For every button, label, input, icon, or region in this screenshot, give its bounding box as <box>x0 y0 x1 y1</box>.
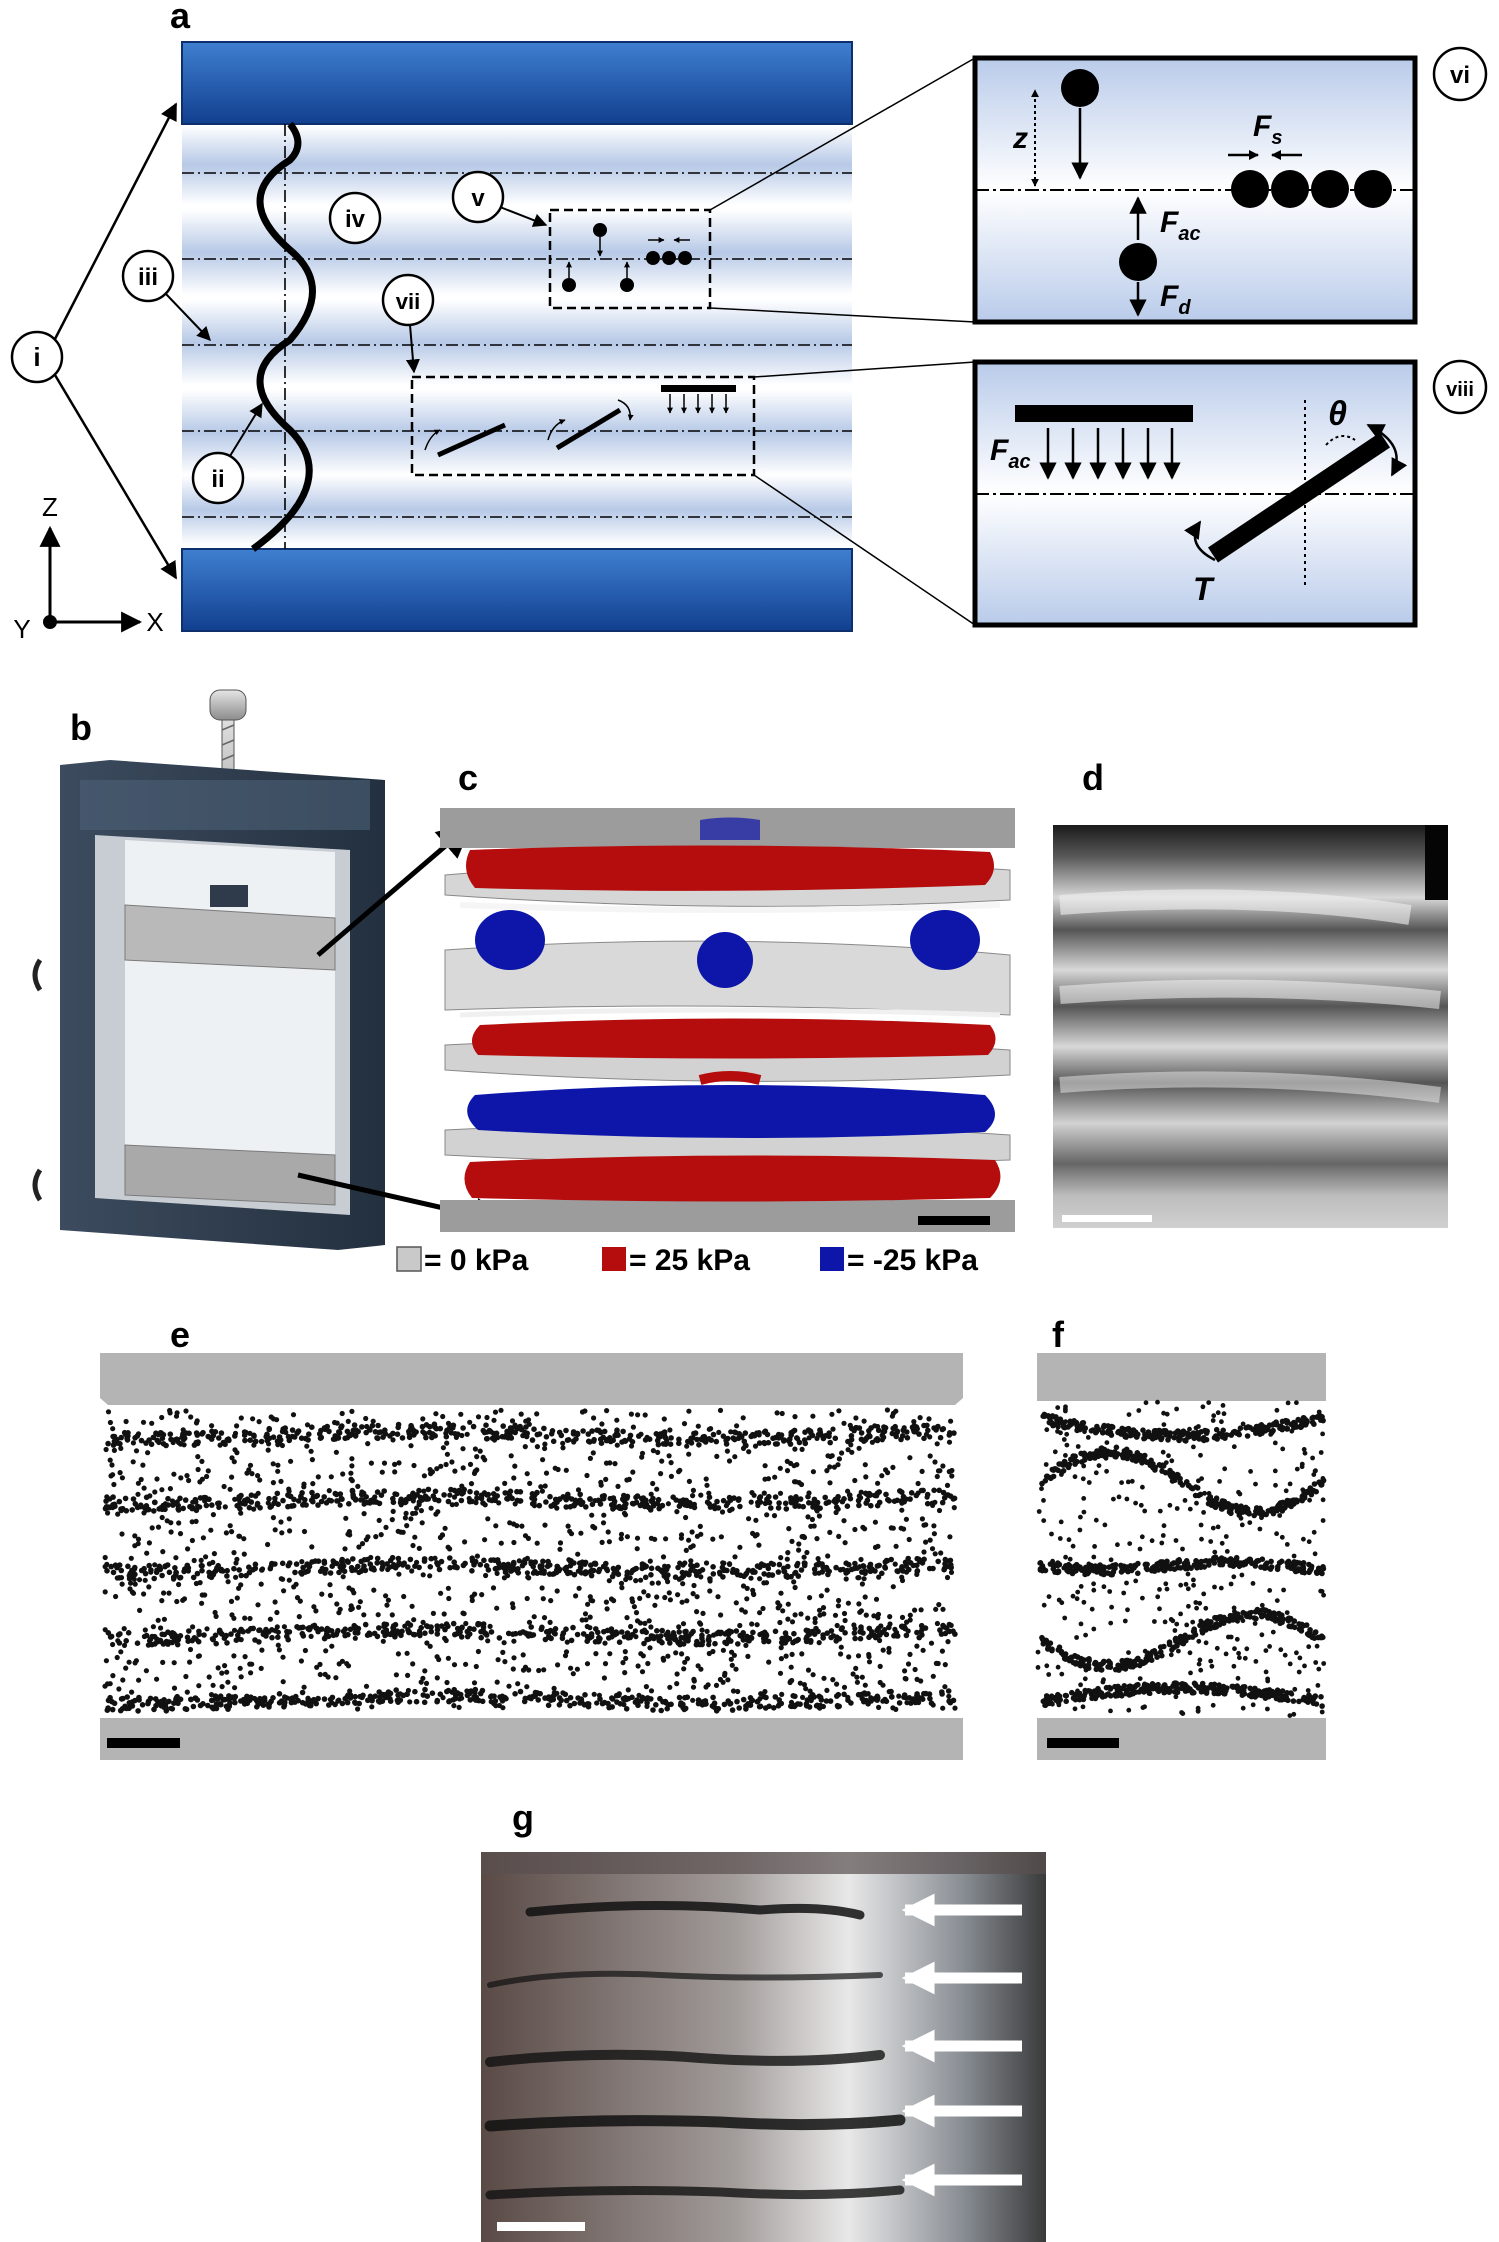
legend-swatch-pos <box>602 1247 626 1271</box>
legend-swatch-neg <box>820 1247 844 1271</box>
standing-wave <box>250 121 316 552</box>
svg-text:v: v <box>471 185 485 212</box>
scale-bar-f <box>1047 1738 1119 1748</box>
reflector-bottom-e <box>100 1718 963 1760</box>
callout-vii: vii <box>381 273 435 374</box>
scale-bar-g <box>497 2222 585 2231</box>
inset-viii: Fac θ T viii <box>972 359 1488 628</box>
reflector-top-f <box>1037 1353 1326 1401</box>
panel-label-g: g <box>512 1797 534 1838</box>
panel-e: e <box>100 1314 963 1760</box>
node-lines <box>182 124 852 549</box>
panel-label-c: c <box>458 757 478 798</box>
zoom-lines <box>709 57 976 626</box>
node-arrows-g <box>901 1893 1022 2197</box>
panel-c: c <box>440 757 1015 1232</box>
legend-swatch-zero <box>396 1246 422 1272</box>
tau-symbol: T <box>1193 571 1215 607</box>
legend-pos: = 25 kPa <box>629 1244 750 1277</box>
screw-knob <box>209 689 247 721</box>
fibers-small <box>424 385 736 458</box>
svg-text:vii: vii <box>396 289 420 314</box>
panel-label-b: b <box>70 707 92 748</box>
svg-text:iii: iii <box>138 264 158 291</box>
bottom-wall <box>181 548 853 632</box>
upper-reflector <box>124 904 336 971</box>
callout-iii: iii <box>121 249 211 342</box>
box-v <box>548 208 712 310</box>
legend-zero: = 0 kPa <box>424 1244 529 1277</box>
callout-v: v <box>451 170 548 227</box>
theta-symbol: θ <box>1328 395 1347 433</box>
panel-label-d: d <box>1082 757 1104 798</box>
inset-vi: z Fs Fac Fd vi <box>972 46 1488 325</box>
fiber-bands <box>484 1900 906 2200</box>
callout-iv: iv <box>328 191 382 245</box>
box-vii <box>410 375 756 477</box>
panel-label-a: a <box>170 0 191 36</box>
scale-bar-d <box>1062 1215 1152 1222</box>
fac-symbol: Fac <box>1160 206 1201 245</box>
panel-label-e: e <box>170 1314 190 1355</box>
pressure-legend: = 0 kPa = 25 kPa = -25 kPa <box>396 1244 978 1277</box>
acoustic-nodes-background <box>182 120 852 545</box>
fd-symbol: Fd <box>1160 280 1191 319</box>
callout-vi: vi <box>1450 62 1470 89</box>
panel-b: b <box>32 689 509 1250</box>
callout-ii: ii <box>191 402 263 505</box>
panel-label-f: f <box>1052 1314 1065 1355</box>
fs-symbol: Fs <box>1253 110 1282 149</box>
lower-transducer <box>124 1144 336 1206</box>
callout-i: i <box>10 102 178 580</box>
photo-d <box>1053 825 1448 1228</box>
particles-small <box>562 223 692 292</box>
panel-a: a <box>10 0 1488 644</box>
pressure-isosurfaces <box>444 817 1011 1202</box>
axis-x-label: X <box>146 607 163 637</box>
coordinate-axes: Z Y X <box>13 492 163 644</box>
particle-cloud-e <box>102 1407 958 1714</box>
panel-f: f <box>1035 1314 1327 1760</box>
axis-y-label: Y <box>13 614 30 644</box>
callout-viii: viii <box>1446 379 1474 401</box>
panel-d: d <box>1053 757 1448 1228</box>
svg-text:iv: iv <box>345 206 366 233</box>
particle-cloud-f <box>1035 1399 1327 1718</box>
legend-neg: = -25 kPa <box>847 1244 978 1277</box>
panel-g: g <box>481 1797 1046 2242</box>
fac2-symbol: Fac <box>990 434 1031 473</box>
top-wall <box>181 41 853 125</box>
scale-bar-e <box>107 1738 180 1748</box>
reflector-top-e <box>100 1353 963 1405</box>
scale-bar-c <box>918 1216 990 1225</box>
particle <box>1061 69 1099 107</box>
svg-text:ii: ii <box>211 466 224 493</box>
axis-z-label: Z <box>42 492 58 522</box>
svg-text:i: i <box>33 342 40 372</box>
z-symbol: z <box>1012 122 1028 155</box>
